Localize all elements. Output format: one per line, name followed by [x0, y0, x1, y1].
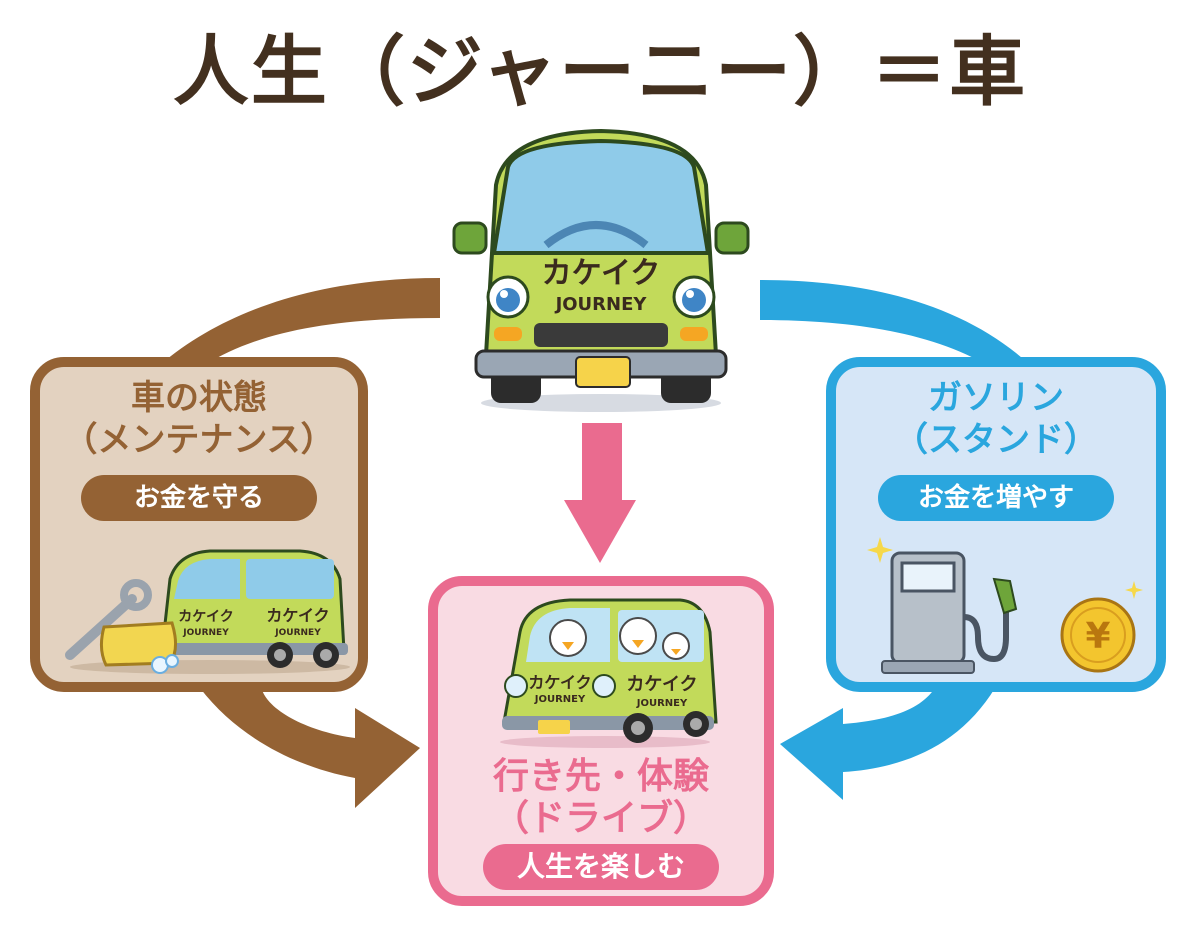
sparkle-icon — [867, 537, 893, 563]
arrow-van-to-left — [160, 278, 440, 365]
van-side-text: カケイク — [626, 674, 697, 695]
arrow-right-to-center — [780, 688, 995, 800]
gasoline-heading: ガソリン — [928, 378, 1064, 418]
van-maintenance-icon: カケイク JOURNEY カケイク JOURNEY — [65, 549, 350, 674]
increase-money-badge: お金を増やす — [878, 475, 1114, 521]
protect-money-badge: お金を守る — [81, 475, 317, 521]
van-side-text: カケイク — [266, 606, 329, 625]
van-brand-sub: JOURNEY — [554, 294, 648, 315]
gasoline-subheading: （スタンド） — [894, 420, 1098, 460]
maintenance-subheading: （メンテナンス） — [63, 420, 335, 460]
duck-driver-icon — [549, 619, 587, 657]
fuel-pump-and-yen-coin-icon: ¥ — [867, 537, 1143, 674]
van-side-sub: JOURNEY — [636, 698, 688, 709]
maintenance-heading: 車の状態 — [131, 378, 267, 418]
van-brand-sub: JOURNEY — [534, 694, 586, 705]
arrow-left-to-center — [200, 688, 420, 808]
maintenance-box: 車の状態 （メンテナンス） お金を守る カケイク JOURNEY カケイク JO… — [30, 357, 368, 692]
van-brand-text: カケイク — [528, 673, 591, 692]
van-brand-text: カケイク — [542, 256, 661, 291]
duck-parent-icon — [619, 617, 657, 655]
sparkle-icon — [1125, 581, 1143, 599]
arrow-van-to-right — [760, 280, 1030, 370]
van-front-icon: カケイク JOURNEY — [452, 128, 750, 412]
arrow-van-to-center — [564, 423, 636, 563]
van-brand-text: カケイク — [178, 609, 233, 625]
duck-child-icon — [662, 632, 690, 660]
gasoline-box: ガソリン （スタンド） お金を増やす ¥ — [826, 357, 1166, 692]
destination-box: カケイク JOURNEY カケイク JOURNEY 行き先・体験 （ドライブ） … — [428, 576, 774, 906]
destination-subheading: （ドライブ） — [492, 798, 709, 839]
van-brand-sub: JOURNEY — [182, 628, 229, 638]
enjoy-life-badge: 人生を楽しむ — [483, 844, 719, 890]
page-title: 人生（ジャーニー）＝車 — [172, 27, 1028, 116]
destination-heading: 行き先・体験 — [492, 756, 709, 797]
yen-symbol: ¥ — [1085, 616, 1110, 657]
van-family-drive-icon: カケイク JOURNEY カケイク JOURNEY — [500, 598, 718, 748]
van-side-sub: JOURNEY — [274, 628, 321, 638]
